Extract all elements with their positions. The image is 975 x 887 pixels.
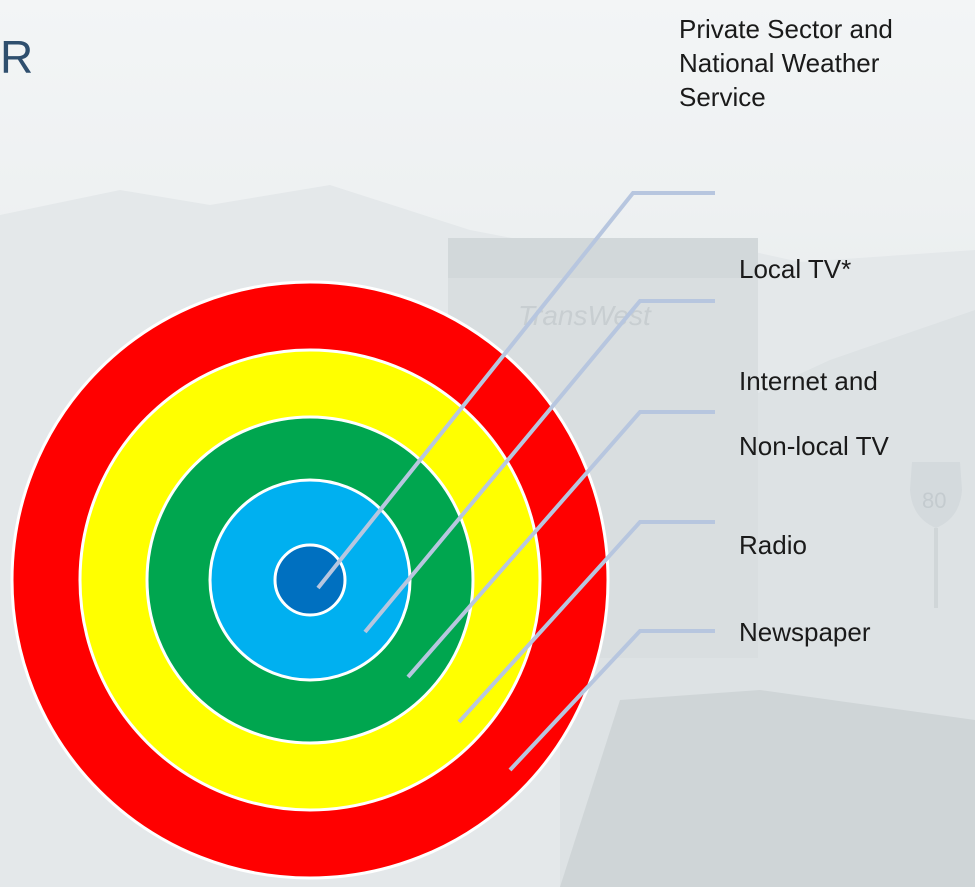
label-local-tv: Local TV* — [739, 254, 852, 284]
label-internet-line1: Internet and — [739, 366, 878, 396]
label-private-sector: Private Sector and National Weather Serv… — [679, 14, 893, 112]
svg-text:80: 80 — [922, 488, 946, 513]
leader-line-newspaper — [508, 629, 715, 772]
label-newspaper: Newspaper — [739, 617, 871, 647]
leader-line-radio — [457, 520, 715, 724]
leader-line-private-sector — [316, 191, 715, 590]
truck-trailer-shade — [448, 238, 758, 278]
label-internet-line2: Non-local TV — [739, 431, 889, 461]
slide-title-fragment: R — [0, 31, 34, 83]
leader-line-internet — [406, 410, 715, 679]
road — [560, 690, 975, 887]
ring-private-sector-nws — [273, 543, 347, 617]
leader-line-local-tv — [363, 299, 715, 634]
label-radio: Radio — [739, 530, 807, 560]
highway-shield-icon: 80 — [910, 462, 962, 608]
